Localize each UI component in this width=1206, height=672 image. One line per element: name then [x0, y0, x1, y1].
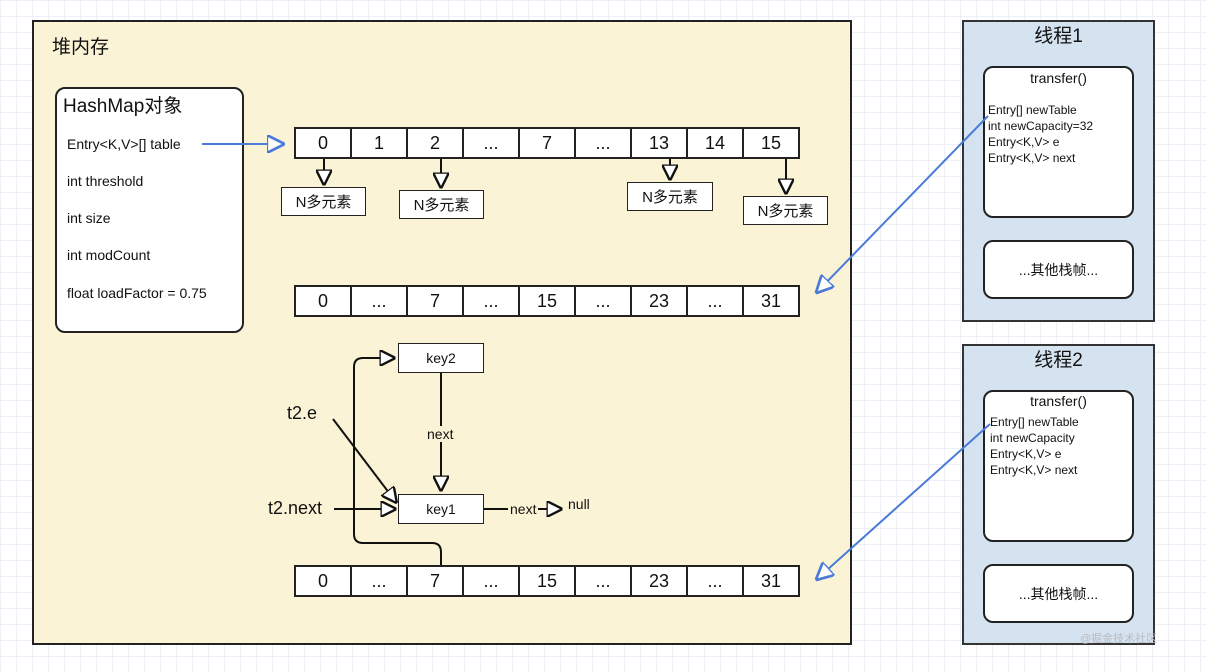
array-cell: ... [686, 565, 744, 597]
var-line: Entry<K,V> e [990, 447, 1062, 461]
array-cell: 0 [294, 127, 352, 159]
thread1-newtable-arrow [817, 115, 989, 292]
thread2-title: 线程2 [1034, 350, 1083, 371]
var-line: Entry<K,V> next [990, 463, 1078, 477]
array-cell: 1 [350, 127, 408, 159]
watermark: @掘金技术社区 [1080, 633, 1158, 645]
array-cell: 15 [518, 285, 576, 317]
thread2-transfer-frame [983, 390, 1134, 542]
new-table-thread2-array: 0 ... 7 ... 15 ... 23 ... 31 [294, 565, 800, 597]
field-threshold: int threshold [67, 173, 144, 189]
old-table-array: 0 1 2 ... 7 ... 13 14 15 [294, 127, 800, 159]
array-cell: 13 [630, 127, 688, 159]
array-cell: ... [350, 285, 408, 317]
next-label-vertical: next [425, 426, 456, 442]
heap-title: 堆内存 [52, 37, 110, 58]
node-key1: key1 [398, 494, 484, 524]
t2e-label: t2.e [287, 403, 318, 423]
other-frames-label: ...其他栈帧... [1018, 585, 1099, 602]
other-frames-label: ...其他栈帧... [1018, 261, 1099, 278]
field-modcount: int modCount [67, 247, 151, 263]
hashmap-object-box [55, 87, 244, 333]
thread2-frame-title: transfer() [1030, 393, 1087, 409]
thread1-other-frames: ...其他栈帧... [983, 240, 1134, 299]
t2e-arrow [332, 418, 396, 502]
bucket-box: N多元素 [627, 182, 713, 211]
array-cell: 23 [630, 565, 688, 597]
array-cell: ... [574, 565, 632, 597]
array-cell: ... [574, 127, 632, 159]
var-line: int newCapacity [990, 431, 1075, 445]
var-line: int newCapacity=32 [988, 119, 1094, 133]
array-cell: 31 [742, 285, 800, 317]
array-cell: ... [686, 285, 744, 317]
array-cell: 31 [742, 565, 800, 597]
array-cell: 0 [294, 285, 352, 317]
thread2-other-frames: ...其他栈帧... [983, 564, 1134, 623]
field-loadfactor: float loadFactor = 0.75 [67, 285, 207, 301]
thread1-vars: Entry[] newTable int newCapacity=32 Entr… [988, 102, 1093, 166]
bucket-box: N多元素 [399, 190, 484, 219]
thread1-transfer-frame [983, 66, 1134, 218]
node-key2: key2 [398, 343, 484, 373]
field-size: int size [67, 210, 111, 226]
var-line: Entry[] newTable [988, 103, 1077, 117]
thread1-frame-title: transfer() [1030, 70, 1087, 86]
bucket7-to-key2-arrow [353, 358, 442, 565]
array-cell: 23 [630, 285, 688, 317]
array-cell: 15 [742, 127, 800, 159]
field-table: Entry<K,V>[] table [67, 136, 181, 152]
array-cell: ... [574, 285, 632, 317]
array-cell: 7 [518, 127, 576, 159]
var-line: Entry[] newTable [990, 415, 1079, 429]
var-line: Entry<K,V> e [988, 135, 1060, 149]
bucket-box: N多元素 [743, 196, 828, 225]
null-label: null [568, 496, 590, 512]
t2next-label: t2.next [268, 498, 323, 518]
thread2-vars: Entry[] newTable int newCapacity Entry<K… [990, 414, 1079, 478]
thread2-newtable-arrow [817, 423, 991, 579]
next-label-horizontal: next [508, 501, 539, 517]
new-table-thread1-array: 0 ... 7 ... 15 ... 23 ... 31 [294, 285, 800, 317]
var-line: Entry<K,V> next [988, 151, 1076, 165]
array-cell: 7 [406, 285, 464, 317]
hashmap-title: HashMap对象 [63, 96, 183, 117]
thread1-title: 线程1 [1034, 26, 1083, 47]
bucket-box: N多元素 [281, 187, 366, 216]
array-cell: 2 [406, 127, 464, 159]
